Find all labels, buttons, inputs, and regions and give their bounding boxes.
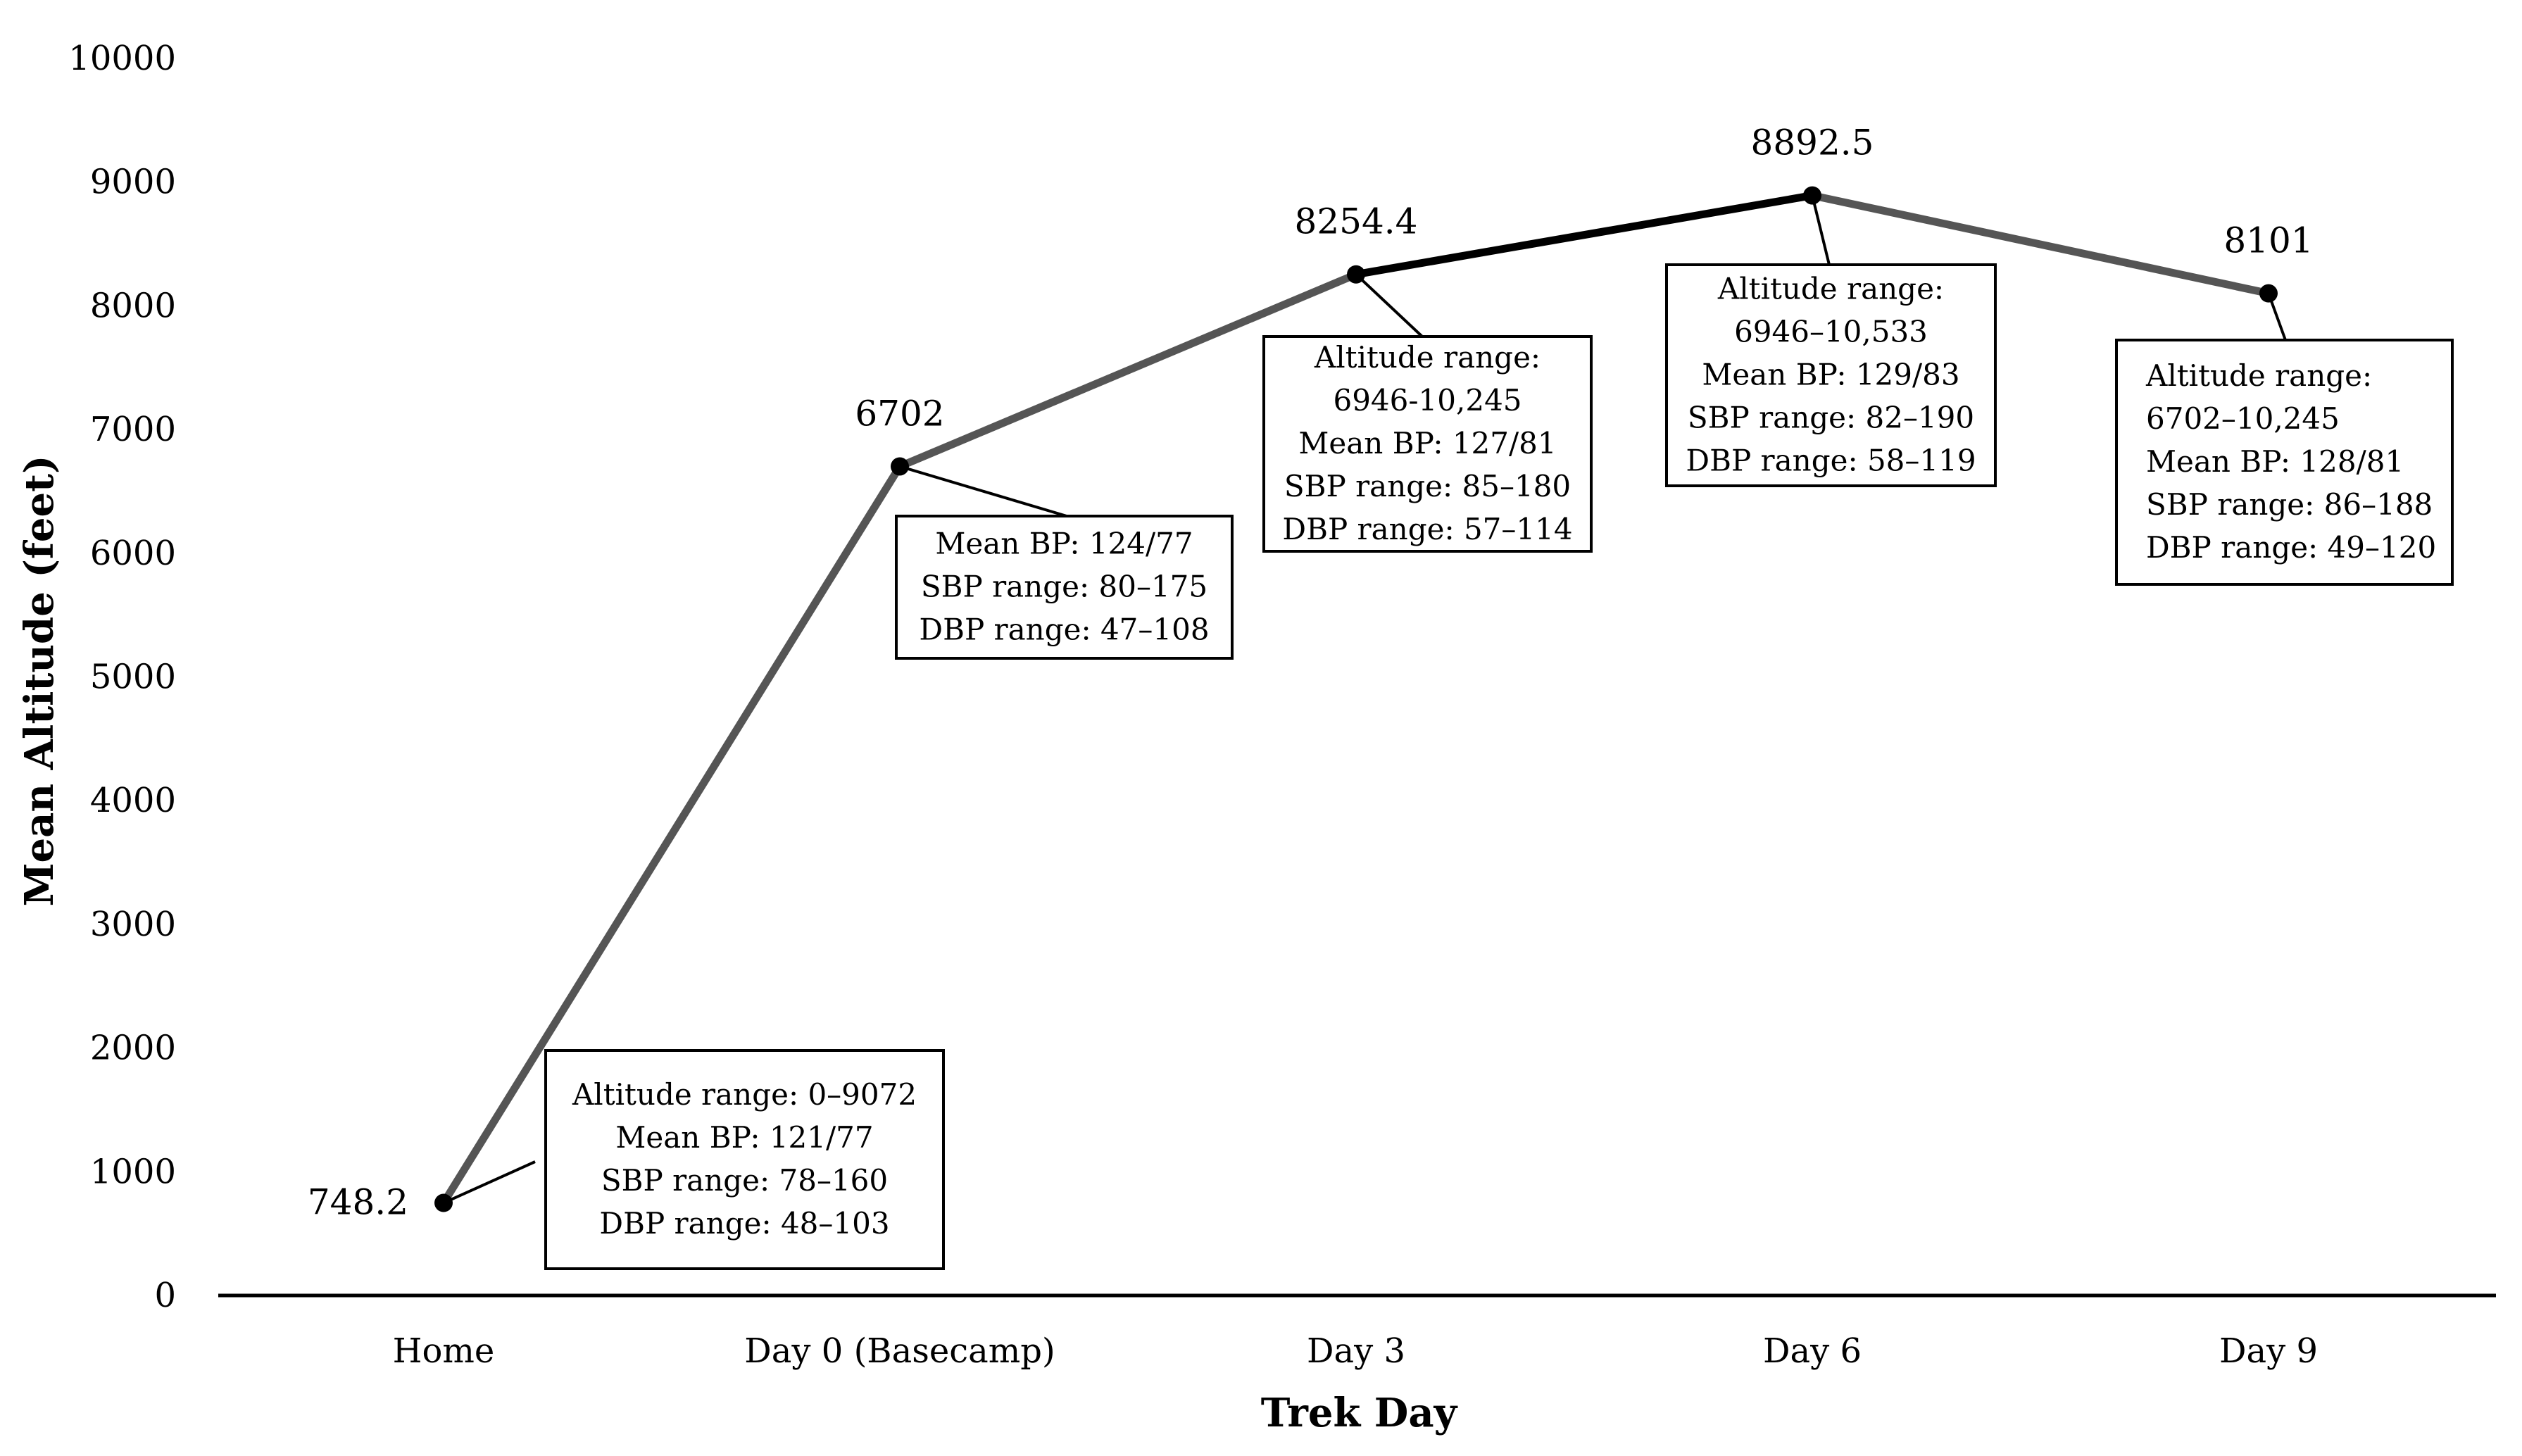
data-point-marker [1347,265,1365,284]
x-tick-label: Day 3 [1307,1331,1405,1371]
x-tick-label: Home [393,1331,495,1371]
annotation-leader-line [899,465,1067,517]
annotation-text-line: Mean BP: 124/77 [935,526,1193,560]
y-tick-label: 6000 [90,534,176,573]
annotation-text-line: Altitude range: [2145,358,2372,393]
x-tick-label: Day 6 [1763,1331,1862,1371]
annotation-text-line: 6946-10,245 [1333,383,1522,418]
data-value-label: 8101 [2223,220,2313,261]
data-point-marker [1803,186,1821,205]
x-tick-label: Day 9 [2219,1331,2318,1371]
annotation-text-line: Altitude range: [1717,271,1944,306]
data-value-label: 748.2 [308,1182,408,1223]
series-line-segment [439,462,904,1207]
series-layer [434,186,2278,1212]
annotation-leader-line [1355,273,1424,338]
annotation-text-line: Altitude range: [1314,340,1541,375]
annotation-box [1262,335,1593,553]
series-line-segment [896,270,1360,470]
y-axis-title: Mean Altitude (feet) [16,455,63,906]
annotation-text-line: Altitude range: 0–9072 [572,1077,917,1112]
annotation-text-line: SBP range: 86–188 [2146,487,2433,522]
annotation-text-line: DBP range: 47–108 [919,612,1209,646]
data-point-marker [434,1193,453,1212]
annotation-text-line: 6946–10,533 [1734,314,1928,349]
annotation-text-line: SBP range: 85–180 [1284,469,1571,503]
annotation-text-line: Mean BP: 128/81 [2146,444,2404,479]
x-axis-title: Trek Day [1261,1390,1458,1436]
annotation-box [895,515,1234,660]
annotation-text-line: DBP range: 48–103 [599,1206,889,1241]
y-tick-label: 10000 [68,39,176,78]
annotation-box [1665,263,1997,487]
x-tick-label: Day 0 (Basecamp) [744,1331,1055,1371]
annotation-text-line: SBP range: 80–175 [921,569,1207,603]
annotation-text-line: DBP range: 49–120 [2146,530,2436,565]
annotation-text-line: 6702–10,245 [2146,401,2340,436]
annotation-text-line: Mean BP: 129/83 [1702,357,1959,391]
y-tick-label: 2000 [90,1029,176,1068]
y-tick-label: 3000 [90,905,176,944]
y-tick-label: 0 [154,1276,176,1315]
annotation-leader-line [1811,195,1831,265]
y-tick-label: 5000 [90,658,176,697]
data-point-marker [2259,284,2278,303]
series-line-segment [1808,192,2273,298]
annotation-text-line: Mean BP: 121/77 [615,1120,873,1155]
y-tick-label: 4000 [90,781,176,820]
annotation-text-line: DBP range: 57–114 [1282,512,1572,546]
y-axis-ticks: 0 1000 2000 3000 4000 5000 6000 7000 8000 9000 100… [68,39,176,1315]
data-point-marker [891,457,909,476]
y-tick-label: 9000 [90,163,176,202]
annotation-box [2115,339,2454,586]
annotation-text-line: DBP range: 58–119 [1686,443,1976,477]
annotation-text-line: SBP range: 82–190 [1688,400,1974,434]
annotation-box [544,1049,945,1270]
annotation-text-line: SBP range: 78–160 [601,1163,888,1198]
data-value-label: 6702 [855,393,944,434]
data-value-label: 8892.5 [1751,123,1874,163]
y-tick-label: 8000 [90,286,176,325]
data-value-label: 8254.4 [1295,201,1418,242]
y-tick-label: 7000 [90,410,176,449]
series-line-segment [1352,192,1817,279]
annotation-leader-line [443,1160,536,1205]
y-tick-label: 1000 [90,1152,176,1191]
data-labels: 748.2 6702 8254.4 8892.5 8101 [308,123,2314,1223]
annotation-text-line: Mean BP: 127/81 [1298,426,1556,460]
x-axis-ticks: Home Day 0 (Basecamp) Day 3 Day 6 Day 9 [393,1331,2318,1371]
